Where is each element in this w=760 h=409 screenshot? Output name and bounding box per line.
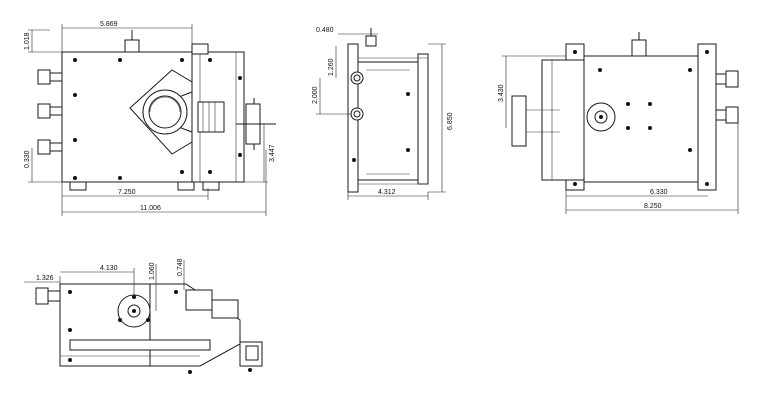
front-dim-bottom-overall: 11.006	[140, 205, 161, 212]
front-dim-top-left: 1.018	[24, 32, 31, 50]
side-dim-v2: 2.000	[312, 86, 319, 104]
side-dim-top: 0.480	[316, 27, 334, 34]
front-view: 5.869 1.018 0.330 3.447 7.250 11.006	[24, 21, 276, 216]
side-dim-v1: 1.260	[328, 58, 335, 76]
front-dim-width-top: 5.869	[100, 21, 118, 28]
bottom-dim-v1: 1.060	[149, 262, 156, 280]
rear-dim-left-height: 3.430	[498, 84, 505, 102]
front-connectors	[37, 69, 63, 155]
rear-dim-bottom-inner: 6.330	[650, 189, 668, 196]
side-dim-bottom: 4.312	[378, 189, 396, 196]
front-dim-left-lower: 0.330	[24, 150, 31, 168]
bottom-dim-v2: 0.748	[177, 258, 184, 276]
side-view: 0.480 1.260 2.000 6.850 4.312	[312, 27, 454, 200]
front-dim-bottom-inner: 7.250	[118, 189, 136, 196]
rear-dim-bottom-overall: 8.250	[644, 203, 662, 210]
bottom-dim-left: 1.326	[36, 275, 54, 282]
bottom-dim-top: 4.130	[100, 265, 118, 272]
front-dim-right-height: 3.447	[269, 144, 276, 162]
side-dim-height: 6.850	[447, 112, 454, 130]
bottom-view: 1.326 4.130 1.060 0.748	[24, 258, 263, 374]
rear-view: 3.430 6.330 8.250	[498, 32, 739, 214]
